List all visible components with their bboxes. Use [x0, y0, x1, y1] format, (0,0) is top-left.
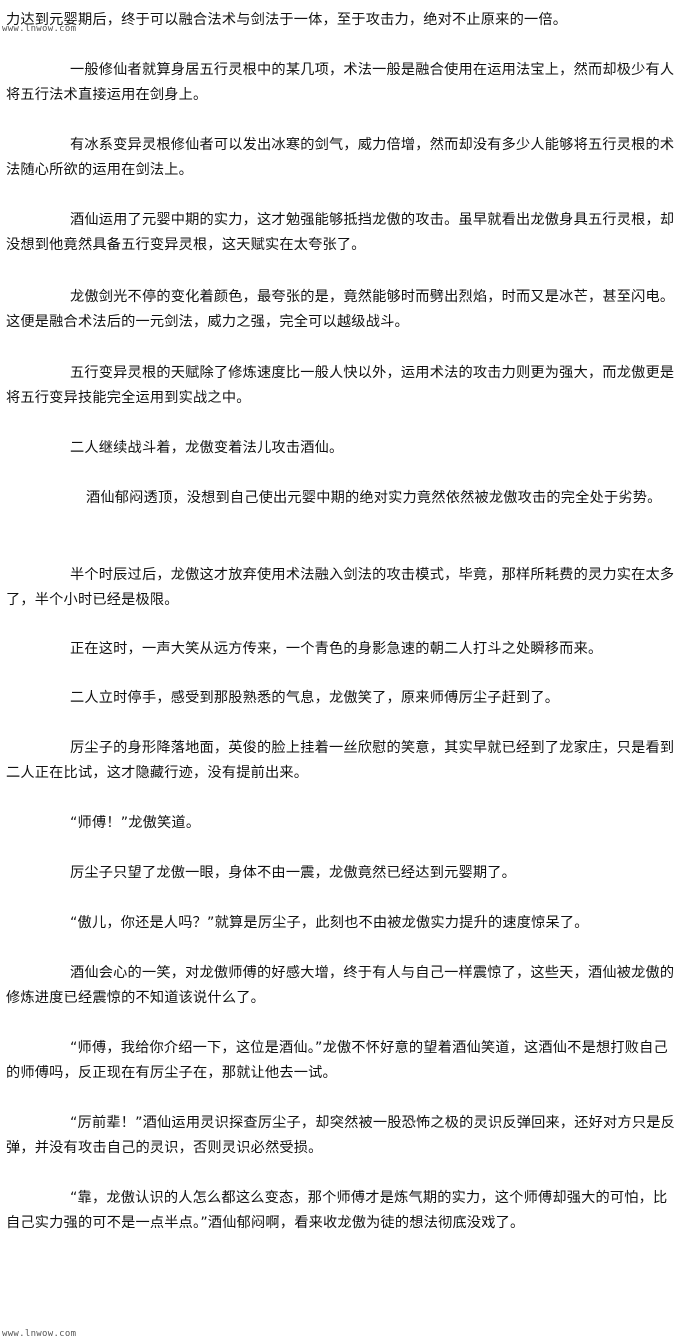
- paragraph: 酒仙运用了元婴中期的实力，这才勉强能够抵挡龙傲的攻击。虽早就看出龙傲身具五行灵根…: [6, 212, 675, 253]
- paragraph: 酒仙会心的一笑，对龙傲师傅的好感大增，终于有人与自己一样震惊了，这些天，酒仙被龙…: [6, 965, 675, 1006]
- paragraph: “师傅，我给你介绍一下，这位是酒仙。”龙傲不怀好意的望着酒仙笑道，这酒仙不是想打…: [6, 1040, 668, 1081]
- paragraph: 厉尘子的身形降落地面，英俊的脸上挂着一丝欣慰的笑意，其实早就已经到了龙家庄，只是…: [6, 740, 675, 781]
- paragraph: 酒仙郁闷透顶，没想到自己使出元婴中期的绝对实力竟然依然被龙傲攻击的完全处于劣势。: [86, 490, 662, 506]
- paragraph: 龙傲剑光不停的变化着颜色，最夸张的是，竟然能够时而劈出烈焰，时而又是冰芒，甚至闪…: [6, 289, 675, 330]
- paragraph: “厉前辈！”酒仙运用灵识探查厉尘子，却突然被一股恐怖之极的灵识反弹回来，还好对方…: [6, 1115, 675, 1156]
- paragraph: 有冰系变异灵根修仙者可以发出冰寒的剑气，威力倍增，然而却没有多少人能够将五行灵根…: [6, 137, 675, 178]
- watermark-top: www.lnwow.com: [2, 24, 77, 34]
- paragraph: 一般修仙者就算身居五行灵根中的某几项，术法一般是融合使用在运用法宝上，然而却极少…: [6, 62, 675, 103]
- paragraph: 二人继续战斗着，龙傲变着法儿攻击酒仙。: [70, 440, 344, 456]
- paragraph: 力达到元婴期后，终于可以融合法术与剑法于一体，至于攻击力，绝对不止原来的一倍。: [6, 12, 568, 28]
- paragraph: 二人立时停手，感受到那股熟悉的气息，龙傲笑了，原来师傅厉尘子赶到了。: [70, 690, 560, 706]
- paragraph: 半个时辰过后，龙傲这才放弃使用术法融入剑法的攻击模式，毕竟，那样所耗费的灵力实在…: [6, 567, 675, 608]
- watermark-bottom: www.lnwow.com: [2, 1329, 77, 1339]
- paragraph: “靠，龙傲认识的人怎么都这么变态，那个师傅才是炼气期的实力，这个师傅却强大的可怕…: [6, 1190, 668, 1231]
- paragraph: “傲儿，你还是人吗？”就算是厉尘子，此刻也不由被龙傲实力提升的速度惊呆了。: [70, 915, 589, 931]
- paragraph: “师傅！”龙傲笑道。: [70, 815, 201, 831]
- paragraph: 五行变异灵根的天赋除了修炼速度比一般人快以外，运用术法的攻击力则更为强大，而龙傲…: [6, 365, 675, 406]
- paragraph: 厉尘子只望了龙傲一眼，身体不由一震，龙傲竟然已经达到元婴期了。: [70, 865, 517, 881]
- paragraph: 正在这时，一声大笑从远方传来，一个青色的身影急速的朝二人打斗之处瞬移而来。: [70, 641, 603, 657]
